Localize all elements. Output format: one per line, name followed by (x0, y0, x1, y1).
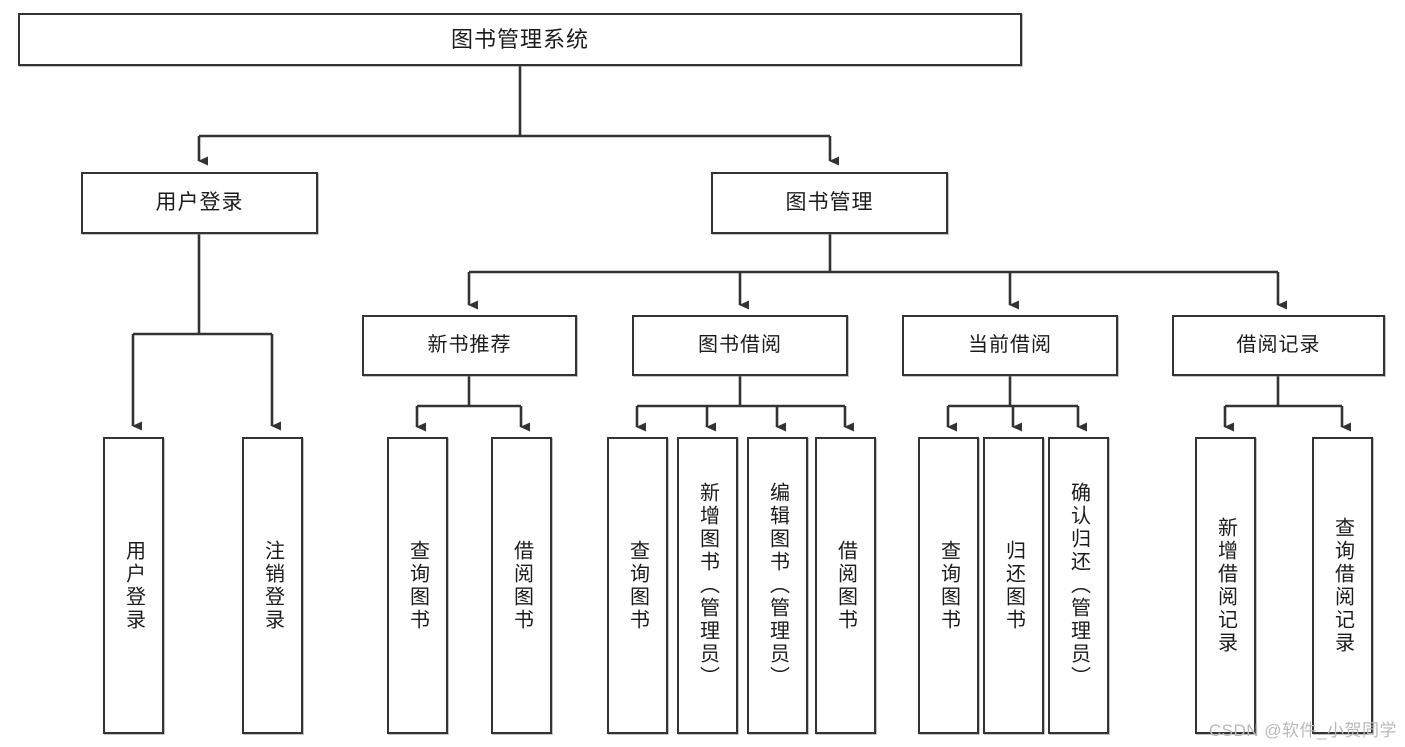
node-book-borrow-label: 图书借阅 (698, 334, 782, 356)
node-borrow-record-label: 借阅记录 (1236, 334, 1321, 356)
leaf-borrow-book-2[interactable]: 借阅图书 (815, 437, 876, 734)
node-user-login[interactable]: 用户登录 (81, 172, 318, 234)
leaf-user-logout-label: 注销登录 (261, 539, 284, 632)
leaf-borrow-book-2-label: 借阅图书 (834, 539, 857, 632)
node-root-label: 图书管理系统 (450, 26, 589, 52)
node-book-manage[interactable]: 图书管理 (711, 172, 948, 234)
leaf-edit-book[interactable]: 编辑图书（管理员） (747, 437, 808, 734)
watermark: CSDN @软件_小贺同学 (1208, 721, 1397, 740)
node-current-borrow[interactable]: 当前借阅 (902, 315, 1118, 376)
node-root[interactable]: 图书管理系统 (18, 13, 1022, 66)
leaf-borrow-book-1-label: 借阅图书 (510, 539, 533, 632)
leaf-add-record-label: 新增借阅记录 (1214, 516, 1237, 655)
leaf-return-book-label: 归还图书 (1002, 539, 1025, 632)
leaf-add-record[interactable]: 新增借阅记录 (1195, 437, 1256, 734)
leaf-user-logout[interactable]: 注销登录 (242, 437, 303, 734)
leaf-add-book-label: 新增图书（管理员） (696, 482, 719, 689)
node-current-borrow-label: 当前借阅 (968, 334, 1052, 356)
node-new-book-recommend[interactable]: 新书推荐 (362, 315, 577, 376)
leaf-return-book[interactable]: 归还图书 (983, 437, 1044, 734)
node-borrow-record[interactable]: 借阅记录 (1172, 315, 1385, 376)
leaf-query-book-1-label: 查询图书 (406, 539, 429, 632)
leaf-query-book-3[interactable]: 查询图书 (918, 437, 979, 734)
leaf-confirm-return[interactable]: 确认归还（管理员） (1048, 437, 1109, 734)
leaf-query-record[interactable]: 查询借阅记录 (1312, 437, 1373, 734)
leaf-user-login-label: 用户登录 (122, 539, 145, 632)
leaf-query-book-1[interactable]: 查询图书 (387, 437, 448, 734)
leaf-query-book-2-label: 查询图书 (626, 539, 649, 632)
leaf-edit-book-label: 编辑图书（管理员） (766, 482, 789, 689)
leaf-user-login[interactable]: 用户登录 (103, 437, 164, 734)
node-book-borrow[interactable]: 图书借阅 (632, 315, 848, 376)
leaf-confirm-return-label: 确认归还（管理员） (1067, 482, 1090, 689)
leaf-query-book-3-label: 查询图书 (937, 539, 960, 632)
leaf-query-book-2[interactable]: 查询图书 (607, 437, 668, 734)
node-user-login-label: 用户登录 (155, 190, 244, 214)
leaf-borrow-book-1[interactable]: 借阅图书 (491, 437, 552, 734)
node-book-manage-label: 图书管理 (785, 190, 874, 214)
leaf-query-record-label: 查询借阅记录 (1331, 516, 1354, 655)
leaf-add-book[interactable]: 新增图书（管理员） (677, 437, 738, 734)
node-new-book-recommend-label: 新书推荐 (427, 334, 512, 356)
